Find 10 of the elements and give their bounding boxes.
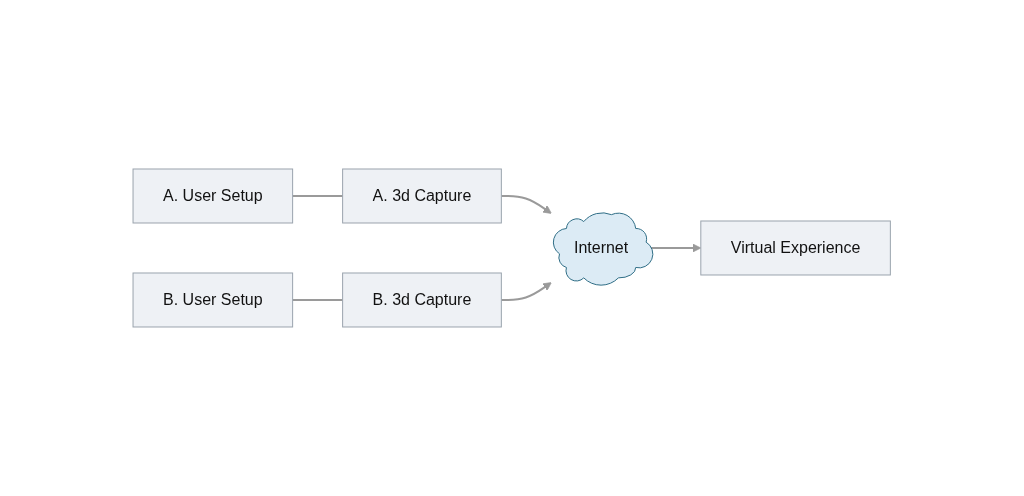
node-box: A. User Setup bbox=[132, 168, 294, 224]
arrow bbox=[500, 282, 553, 301]
node-box: Virtual Experience bbox=[700, 220, 892, 276]
node-box: B. 3d Capture bbox=[342, 272, 503, 328]
node-box: A. 3d Capture bbox=[342, 168, 503, 224]
node-box: B. User Setup bbox=[132, 272, 294, 328]
connector bbox=[291, 299, 344, 301]
arrow bbox=[500, 195, 553, 214]
connector bbox=[291, 195, 344, 197]
arrow bbox=[650, 243, 702, 253]
